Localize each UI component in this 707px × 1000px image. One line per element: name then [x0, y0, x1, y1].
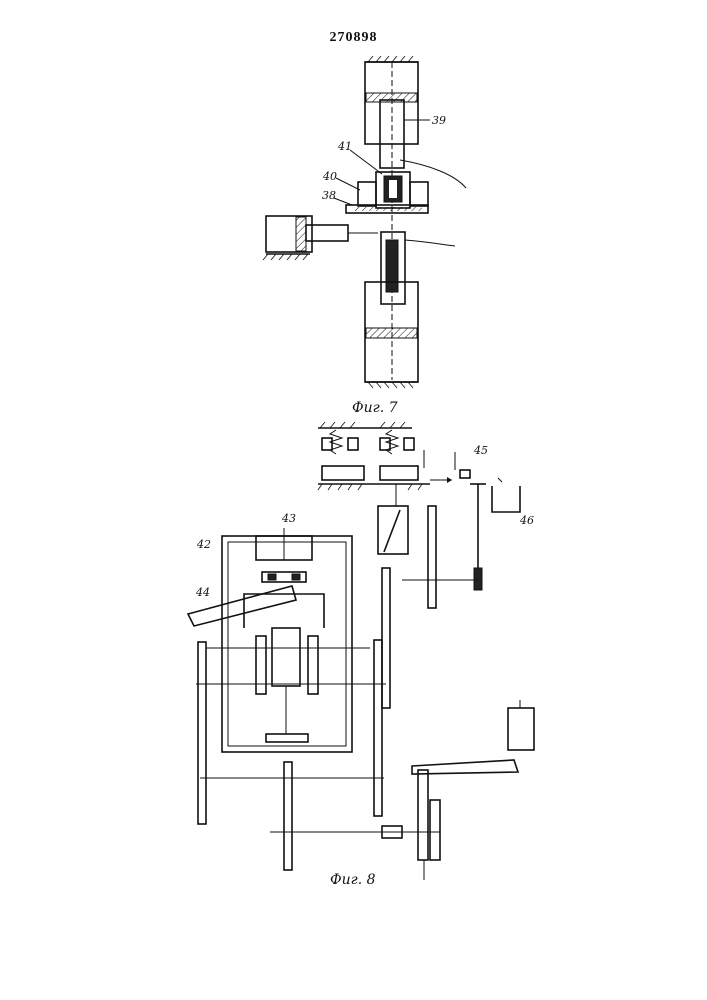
label-45: 45	[473, 444, 488, 457]
figure-8-drawing	[188, 422, 534, 880]
figure-7-drawing	[263, 56, 466, 388]
figure-8-caption: Фиг. 8	[330, 872, 376, 888]
label-40: 40	[322, 170, 337, 183]
label-38: 38	[322, 189, 336, 202]
label-42: 42	[196, 538, 211, 551]
figure-7-caption: Фиг. 7	[352, 400, 398, 416]
label-44: 44	[195, 586, 210, 599]
label-46: 46	[519, 514, 534, 527]
label-39: 39	[432, 114, 446, 127]
label-43: 43	[281, 512, 296, 525]
label-41: 41	[337, 140, 352, 153]
